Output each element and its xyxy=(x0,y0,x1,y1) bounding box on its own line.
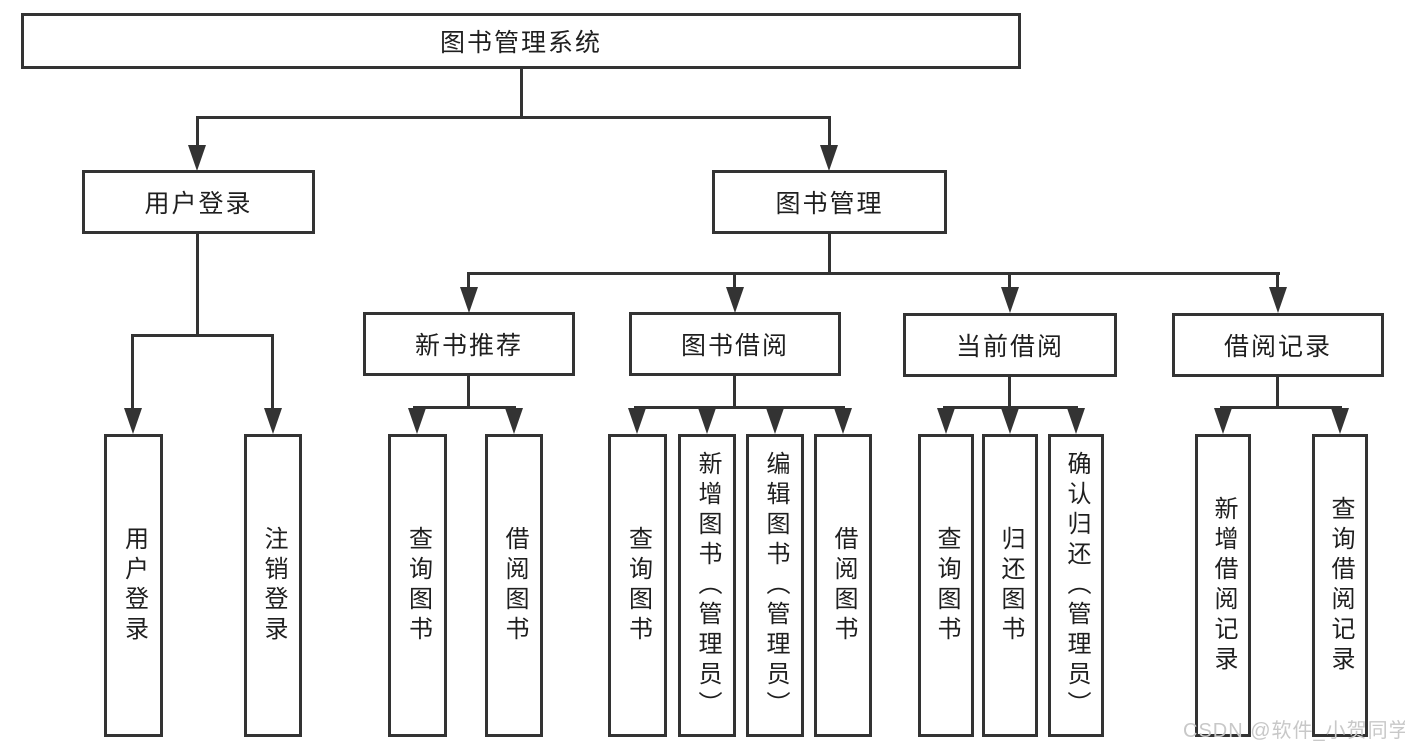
leaf-borrow-book: 借阅图书 xyxy=(814,434,872,737)
arrow-down-icon-recommend-leaf-2 xyxy=(505,408,523,434)
leaf-query-borrow-record: 查询借阅记录 xyxy=(1312,434,1368,737)
leaf-confirm-return-admin: 确认归还（管理员） xyxy=(1048,434,1104,737)
arrow-down-icon-current-leaf-1 xyxy=(937,408,955,434)
connector-recommend-leaf-branch xyxy=(413,406,516,409)
arrow-down-icon-recommend xyxy=(460,287,478,313)
arrow-down-icon-borrow-leaf-2 xyxy=(698,408,716,434)
leaf-current-query-books: 查询图书 xyxy=(918,434,974,737)
arrow-down-icon-borrow xyxy=(726,287,744,313)
connector-borrow-leaf-branch xyxy=(634,406,845,409)
leaf-borrow-query-books: 查询图书 xyxy=(608,434,667,737)
connector-records-trunk xyxy=(1276,377,1279,408)
connector-root-trunk xyxy=(520,69,523,118)
connector-borrow-stub xyxy=(733,272,736,290)
arrow-down-icon-recommend-leaf-1 xyxy=(408,408,426,434)
arrow-down-icon-borrow-leaf-1 xyxy=(628,408,646,434)
connector-records-leaf-branch xyxy=(1220,406,1342,409)
arrow-down-icon-borrow-leaf-3 xyxy=(766,408,784,434)
connector-level3-branch xyxy=(467,272,1280,275)
connector-books-trunk xyxy=(828,234,831,275)
leaf-recommend-query-books: 查询图书 xyxy=(388,434,447,737)
leaf-logout: 注销登录 xyxy=(244,434,302,737)
connector-user-leaf-stub-2 xyxy=(271,334,274,410)
arrow-down-icon-current-leaf-2 xyxy=(1001,408,1019,434)
arrow-down-icon-records-leaf-2 xyxy=(1331,408,1349,434)
connector-books-stub xyxy=(828,116,831,148)
leaf-return-book: 归还图书 xyxy=(982,434,1038,737)
connector-borrow-trunk xyxy=(733,376,736,408)
connector-recommend-stub xyxy=(467,272,470,290)
arrow-down-icon-books xyxy=(820,145,838,171)
node-current-borrow: 当前借阅 xyxy=(903,313,1117,377)
connector-level2-branch xyxy=(196,116,831,119)
arrow-down-icon-borrow-leaf-4 xyxy=(834,408,852,434)
node-root: 图书管理系统 xyxy=(21,13,1021,69)
leaf-recommend-borrow-books: 借阅图书 xyxy=(485,434,543,737)
arrow-down-icon-current-leaf-3 xyxy=(1067,408,1085,434)
node-user-login: 用户登录 xyxy=(82,170,315,234)
leaf-add-book-admin: 新增图书（管理员） xyxy=(678,434,736,737)
arrow-down-icon-current xyxy=(1001,287,1019,313)
connector-user-stub xyxy=(196,116,199,148)
arrow-down-icon-user xyxy=(188,145,206,171)
arrow-down-icon-leaf-logout xyxy=(264,408,282,434)
arrow-down-icon-leaf-login xyxy=(124,408,142,434)
connector-current-leaf-branch xyxy=(943,406,1078,409)
connector-user-trunk xyxy=(196,234,199,337)
arrow-down-icon-records-leaf-1 xyxy=(1214,408,1232,434)
connector-user-leaf-branch xyxy=(131,334,274,337)
connector-current-stub xyxy=(1008,272,1011,290)
leaf-user-login: 用户登录 xyxy=(104,434,163,737)
connector-user-leaf-stub-1 xyxy=(131,334,134,410)
node-book-borrow: 图书借阅 xyxy=(629,312,841,376)
leaf-add-borrow-record: 新增借阅记录 xyxy=(1195,434,1251,737)
connector-recommend-trunk xyxy=(467,376,470,408)
csdn-watermark: CSDN @软件_小贺同学 xyxy=(1183,720,1405,742)
node-new-book-recommend: 新书推荐 xyxy=(363,312,575,376)
connector-current-trunk xyxy=(1008,377,1011,408)
node-borrow-records: 借阅记录 xyxy=(1172,313,1384,377)
leaf-edit-book-admin: 编辑图书（管理员） xyxy=(746,434,804,737)
connector-records-stub xyxy=(1276,272,1279,290)
node-book-management: 图书管理 xyxy=(712,170,947,234)
arrow-down-icon-records xyxy=(1269,287,1287,313)
